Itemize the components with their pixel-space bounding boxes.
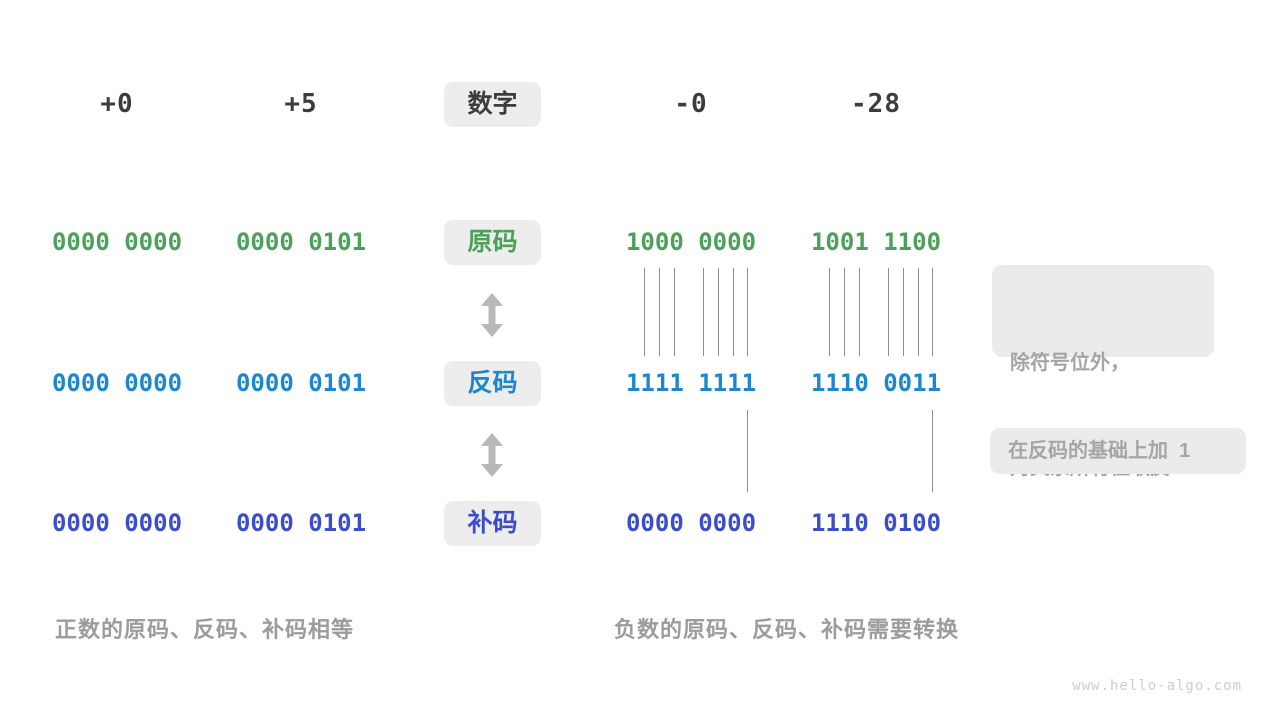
caption-positive-numbers: 正数的原码、反码、补码相等 — [55, 617, 355, 642]
sign-magnitude-label: 原码 — [444, 220, 541, 265]
sign-magnitude-neg-zero: 1000 0000 — [625, 228, 757, 256]
twos-complement-neg-zero: 0000 0000 — [625, 509, 757, 537]
ones-complement-pos-five: 0000 0101 — [235, 369, 367, 397]
sign-magnitude-neg-28: 1001 1100 — [810, 228, 942, 256]
ones-complement-label: 反码 — [444, 361, 541, 406]
header-value-pos-zero: +0 — [100, 89, 134, 119]
ones-complement-neg-zero: 1111 1111 — [625, 369, 757, 397]
add-one-connector-line-neg-28 — [932, 410, 933, 492]
note-flip-bits: 除符号位外， 对其余所有位取反 — [992, 265, 1214, 479]
note-add-one: 在反码的基础上加 1 — [990, 428, 1246, 474]
header-label-number: 数字 — [444, 82, 541, 127]
bit-connector-lines-neg-28 — [809, 268, 944, 356]
note-flip-bits-line1: 除符号位外， — [1010, 352, 1130, 374]
bit-connector-lines-neg-zero — [624, 268, 759, 356]
add-one-connector-line-neg-zero — [747, 410, 748, 492]
caption-negative-numbers: 负数的原码、反码、补码需要转换 — [614, 617, 960, 642]
ones-complement-pos-zero: 0000 0000 — [51, 369, 183, 397]
sign-magnitude-pos-zero: 0000 0000 — [51, 228, 183, 256]
double-arrow-icon — [481, 433, 503, 477]
twos-complement-neg-28: 1110 0100 — [810, 509, 942, 537]
ones-complement-neg-28: 1110 0011 — [810, 369, 942, 397]
twos-complement-pos-five: 0000 0101 — [235, 509, 367, 537]
header-value-neg-28: -28 — [851, 89, 901, 119]
site-watermark: www.hello-algo.com — [1072, 678, 1242, 694]
twos-complement-pos-zero: 0000 0000 — [51, 509, 183, 537]
sign-magnitude-pos-five: 0000 0101 — [235, 228, 367, 256]
twos-complement-label: 补码 — [444, 501, 541, 546]
header-value-pos-five: +5 — [284, 89, 318, 119]
header-value-neg-zero: -0 — [674, 89, 708, 119]
double-arrow-icon — [481, 293, 503, 337]
